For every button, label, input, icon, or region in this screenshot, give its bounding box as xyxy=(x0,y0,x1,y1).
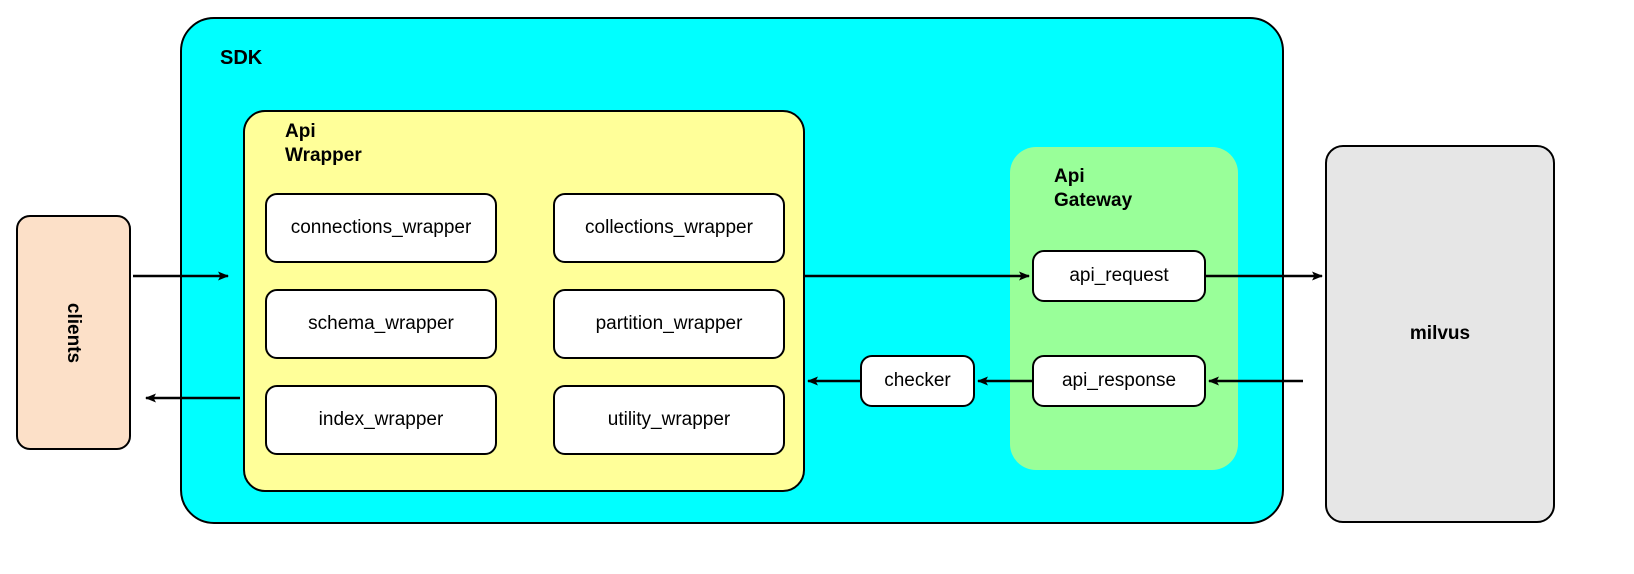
node-label: api_request xyxy=(1069,265,1169,286)
node-checker[interactable]: checker xyxy=(860,355,975,407)
node-label: milvus xyxy=(1409,323,1471,344)
node-partition-wrapper[interactable]: partition_wrapper xyxy=(553,289,785,359)
node-index-wrapper[interactable]: index_wrapper xyxy=(265,385,497,455)
node-label: utility_wrapper xyxy=(607,409,731,430)
node-utility-wrapper[interactable]: utility_wrapper xyxy=(553,385,785,455)
sdk-label: SDK xyxy=(220,47,263,69)
node-label: partition_wrapper xyxy=(595,313,743,334)
node-schema-wrapper[interactable]: schema_wrapper xyxy=(265,289,497,359)
node-label: checker xyxy=(884,370,951,391)
node-label: clients xyxy=(63,302,85,363)
node-label: api_response xyxy=(1061,370,1177,391)
node-label: index_wrapper xyxy=(318,409,444,430)
api-wrapper-label: Api Wrapper xyxy=(285,121,362,167)
node-collections-wrapper[interactable]: collections_wrapper xyxy=(553,193,785,263)
node-api-request[interactable]: api_request xyxy=(1032,250,1206,302)
api-gateway-label: Api Gateway xyxy=(1054,166,1133,212)
node-milvus[interactable]: milvus xyxy=(1325,145,1555,523)
node-label: connections_wrapper xyxy=(290,217,472,238)
node-connections-wrapper[interactable]: connections_wrapper xyxy=(265,193,497,263)
node-label: collections_wrapper xyxy=(585,217,753,238)
node-api-response[interactable]: api_response xyxy=(1032,355,1206,407)
api-gateway-container: Api Gateway xyxy=(1010,147,1238,470)
node-label: schema_wrapper xyxy=(308,313,454,334)
node-clients[interactable]: clients xyxy=(16,215,131,450)
